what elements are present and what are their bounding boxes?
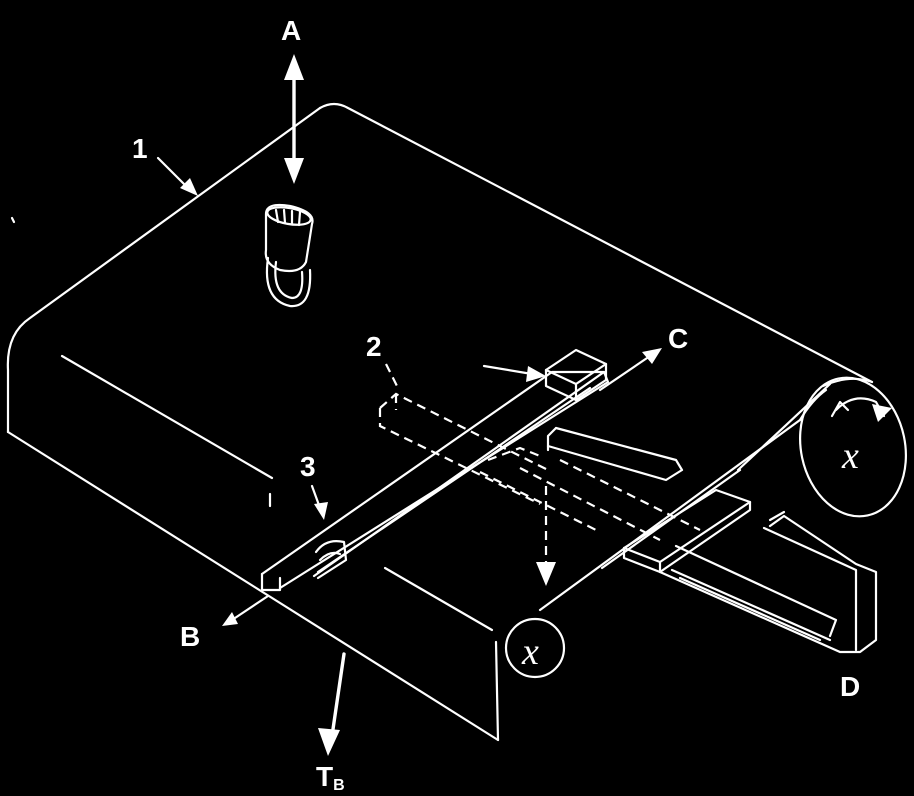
part-2-low-dash2	[479, 471, 601, 533]
support-bars	[546, 426, 878, 654]
rail-end-block-edges	[544, 362, 608, 402]
idler-roller	[504, 617, 566, 679]
leader-1-head	[180, 178, 198, 196]
label-tb-subscript: B	[333, 777, 345, 794]
stray-mark	[10, 216, 16, 224]
arrow-tb-shaft	[330, 652, 346, 738]
pointer-arrow-line	[482, 364, 534, 376]
label-tb: TB	[316, 761, 345, 794]
drive-roller-top	[821, 377, 874, 388]
part-2-block-dash	[487, 446, 541, 462]
arrow-c	[598, 348, 662, 392]
leader-3	[310, 484, 328, 520]
cup-loop-inner	[274, 260, 304, 300]
leader-2	[385, 363, 399, 389]
label-d: D	[840, 671, 860, 702]
leader-3-head	[314, 502, 328, 520]
arrow-c-shaft	[598, 354, 652, 392]
rail-top-face	[260, 370, 606, 578]
belt-inner-line-left	[60, 354, 274, 480]
middle-slab	[622, 488, 752, 574]
part-2-right-dash	[559, 459, 701, 531]
upper-bar-outline	[546, 426, 684, 482]
pointer-arrow-head	[526, 366, 546, 382]
arrow-c-head	[642, 348, 662, 364]
belt-body	[6, 102, 874, 742]
guide-rail	[260, 348, 610, 592]
base-bar-inner-1	[674, 544, 838, 638]
cup-loop-outer	[265, 256, 312, 308]
base-bar-inner-3	[678, 576, 822, 642]
label-a: A	[281, 15, 301, 46]
label-tb-main: T	[316, 761, 333, 792]
belt-inner-line-right	[383, 566, 494, 632]
part-2-side-dash	[378, 408, 541, 505]
part-2-lower-dash	[519, 467, 661, 541]
belt-bottom-edge	[6, 430, 500, 742]
arrow-a-head-up	[284, 54, 304, 80]
label-2: 2	[366, 331, 382, 362]
drive-roller-end	[798, 376, 908, 518]
belt-front-drop	[494, 640, 500, 742]
dashed-arrow-down	[536, 486, 556, 586]
pointer-arrow-block	[482, 364, 546, 382]
label-b: B	[180, 621, 200, 652]
rotation-tail	[830, 400, 850, 418]
arrow-b	[222, 594, 270, 626]
arrow-tb-head	[318, 728, 340, 756]
label-3: 3	[300, 451, 316, 482]
rail-slot	[314, 540, 348, 580]
rotation-arrow-arc	[834, 397, 886, 418]
base-bar-outline	[658, 514, 878, 654]
drive-roller-axis-mark: x	[841, 435, 859, 477]
base-bar-front	[762, 526, 858, 652]
rail-groove	[316, 386, 592, 574]
lifting-cup	[264, 203, 314, 308]
label-c: C	[668, 323, 688, 354]
base-bar-inner-2	[670, 568, 832, 642]
leader-1-line	[156, 156, 190, 190]
base-bar-top	[768, 510, 786, 522]
drive-roller	[798, 376, 908, 518]
dashed-arrow-head	[536, 562, 556, 586]
rotation-arrowhead	[872, 404, 892, 422]
belt-upper-run	[736, 382, 832, 472]
arrow-b-shaft	[230, 594, 270, 622]
belt-top-far-edge	[318, 102, 874, 384]
rail-slot-inner	[318, 551, 342, 562]
arrow-a	[284, 54, 304, 184]
hidden-part-2	[378, 392, 701, 541]
idler-roller-axis-mark: x	[521, 631, 539, 673]
cup-rim	[266, 206, 312, 226]
belt-top-near-edge	[6, 106, 322, 434]
leader-2-line	[385, 363, 399, 389]
leader-1	[156, 156, 198, 196]
arrow-b-head	[222, 612, 238, 626]
idler-roller-circle	[504, 617, 566, 679]
arrow-a-head-down	[284, 158, 304, 184]
rail-end-block	[544, 348, 608, 402]
upper-bar-end	[546, 426, 558, 452]
drive-roller-side	[798, 388, 828, 422]
cup-body	[264, 203, 314, 273]
cup-ribs	[274, 208, 302, 227]
label-1: 1	[132, 133, 148, 164]
rail-end-left	[260, 572, 282, 592]
arrow-tb	[318, 652, 346, 756]
middle-slab-edges	[622, 500, 752, 574]
